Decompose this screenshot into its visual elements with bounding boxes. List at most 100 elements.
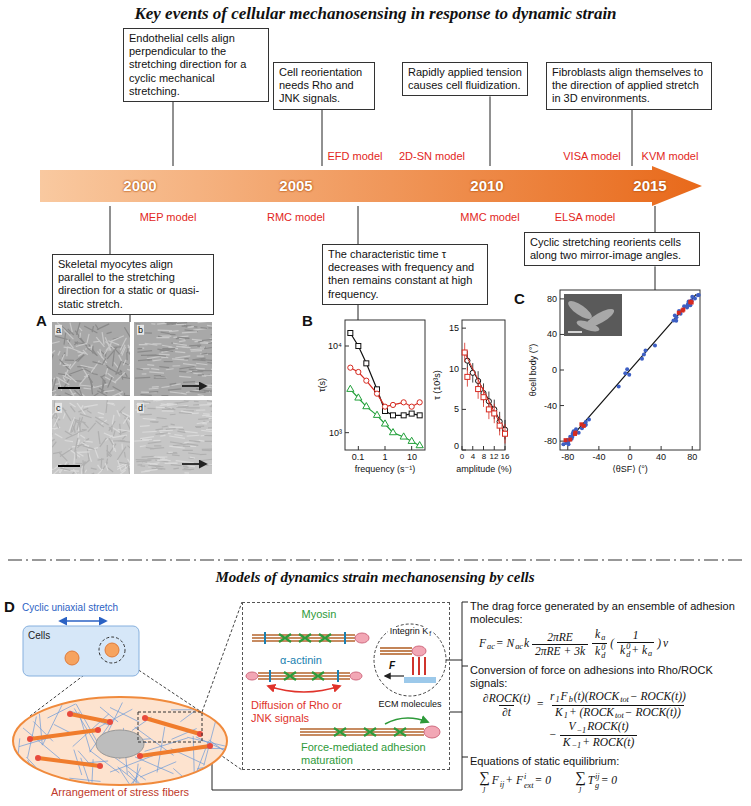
cell-streak — [202, 423, 207, 425]
cell-streak — [209, 464, 212, 466]
cell-streak — [77, 451, 89, 453]
cell-streak — [93, 341, 100, 343]
actin-fiber — [258, 675, 350, 677]
cell-streak — [169, 446, 184, 448]
adhesion-dot — [35, 755, 41, 761]
inset-photo — [564, 294, 622, 336]
myosin-symbol — [319, 634, 331, 642]
cell-streak — [194, 341, 203, 343]
cell-streak — [117, 410, 120, 416]
data-point — [391, 413, 396, 418]
equation-term: T — [588, 774, 594, 786]
cell-streak — [154, 375, 161, 376]
data-point — [688, 300, 692, 304]
cell-streak — [113, 351, 115, 366]
cell-streak — [52, 442, 56, 448]
actinin-symbol — [344, 632, 346, 644]
cell-outline: Arrangement of stress fibers — [10, 694, 230, 802]
cell-streak — [141, 471, 150, 472]
node-text: Diffusion of Rho or JNK signals — [251, 699, 363, 724]
myosin-symbol — [394, 728, 406, 736]
data-point — [355, 394, 362, 400]
cell-streak — [208, 327, 212, 328]
micrograph — [52, 322, 130, 396]
cell-streak — [52, 433, 53, 435]
model-name: VISA model — [563, 150, 620, 163]
axis-tick — [483, 446, 484, 450]
event-box: Cell reorientation needs Rho and JNK sig… — [273, 62, 375, 110]
equation-term: ROCK(t) — [587, 720, 629, 732]
mesh-line — [193, 736, 194, 781]
cell-streak — [207, 401, 212, 403]
cell-streak — [186, 407, 200, 408]
data-point — [401, 400, 406, 405]
cell-streak — [104, 347, 109, 355]
data-point — [416, 442, 423, 448]
axis-tick — [358, 446, 359, 450]
cell-streak — [140, 437, 154, 439]
cell-streak — [206, 429, 212, 431]
node-text: Force-mediated adhesion maturation — [301, 741, 441, 766]
event-box: Endothelial cells align perpendicular to… — [123, 28, 269, 102]
cell-streak — [210, 450, 212, 451]
cell-streak — [67, 472, 75, 474]
adhesion-dot — [95, 727, 101, 733]
node-shape — [10, 694, 230, 802]
sum-sign: ∑ — [479, 770, 490, 785]
micrograph-ground — [134, 400, 212, 474]
cell-streak — [173, 444, 189, 446]
cell-streak — [52, 394, 56, 396]
cell-streak — [147, 364, 154, 366]
data-point — [492, 411, 497, 416]
cell-streak — [122, 413, 130, 420]
cell-streak — [207, 400, 212, 401]
cell-streak — [60, 468, 71, 471]
micrograph-ground — [52, 322, 130, 396]
section-separator — [8, 559, 743, 560]
node-text: Myosin — [302, 608, 337, 621]
axis-tick — [567, 446, 568, 450]
maturation-arrow — [385, 718, 428, 724]
cell-streak — [206, 385, 212, 386]
equation-subscript: 1 — [555, 695, 559, 704]
mesh-line — [32, 772, 44, 802]
cell-streak — [105, 337, 111, 350]
adhesion-dot — [97, 763, 103, 769]
equation-term: + ROCK(t) — [582, 736, 634, 748]
cell-streak — [111, 425, 113, 433]
cell-streak — [173, 336, 188, 337]
force-arrow — [385, 675, 404, 676]
cell-streak — [187, 435, 200, 437]
equation-subscript: d — [601, 652, 605, 660]
mesh-line — [171, 709, 212, 710]
data-point — [417, 413, 422, 418]
cell-streak — [122, 436, 125, 440]
cell-streak — [123, 360, 126, 365]
cell-streak — [196, 389, 210, 391]
cell-streak — [66, 348, 68, 356]
cell-streak — [176, 346, 190, 347]
leader-line — [450, 712, 462, 713]
cell-streak — [170, 414, 176, 416]
data-point — [356, 344, 361, 349]
stress-fiber — [30, 730, 98, 739]
cell-streak — [158, 329, 172, 331]
cell-streak — [137, 368, 143, 370]
node-text: Cyclic stretching reorients cells along … — [530, 236, 694, 262]
data-point — [561, 442, 565, 446]
cell-membrane — [13, 697, 227, 785]
data-point — [363, 403, 370, 409]
equation-term: V — [568, 720, 575, 732]
cell-streak — [165, 322, 173, 323]
cell-streak — [95, 417, 109, 425]
cell-streak — [194, 401, 199, 402]
cell-streak — [98, 459, 105, 460]
cell-streak — [192, 339, 202, 341]
cell-streak — [201, 327, 208, 329]
cell-streak — [173, 343, 187, 345]
cell-streak — [73, 469, 77, 474]
zoom-region — [138, 712, 202, 742]
figure-label: ECM molecules — [377, 699, 442, 709]
cell-streak — [117, 464, 127, 469]
data-point — [356, 369, 361, 374]
